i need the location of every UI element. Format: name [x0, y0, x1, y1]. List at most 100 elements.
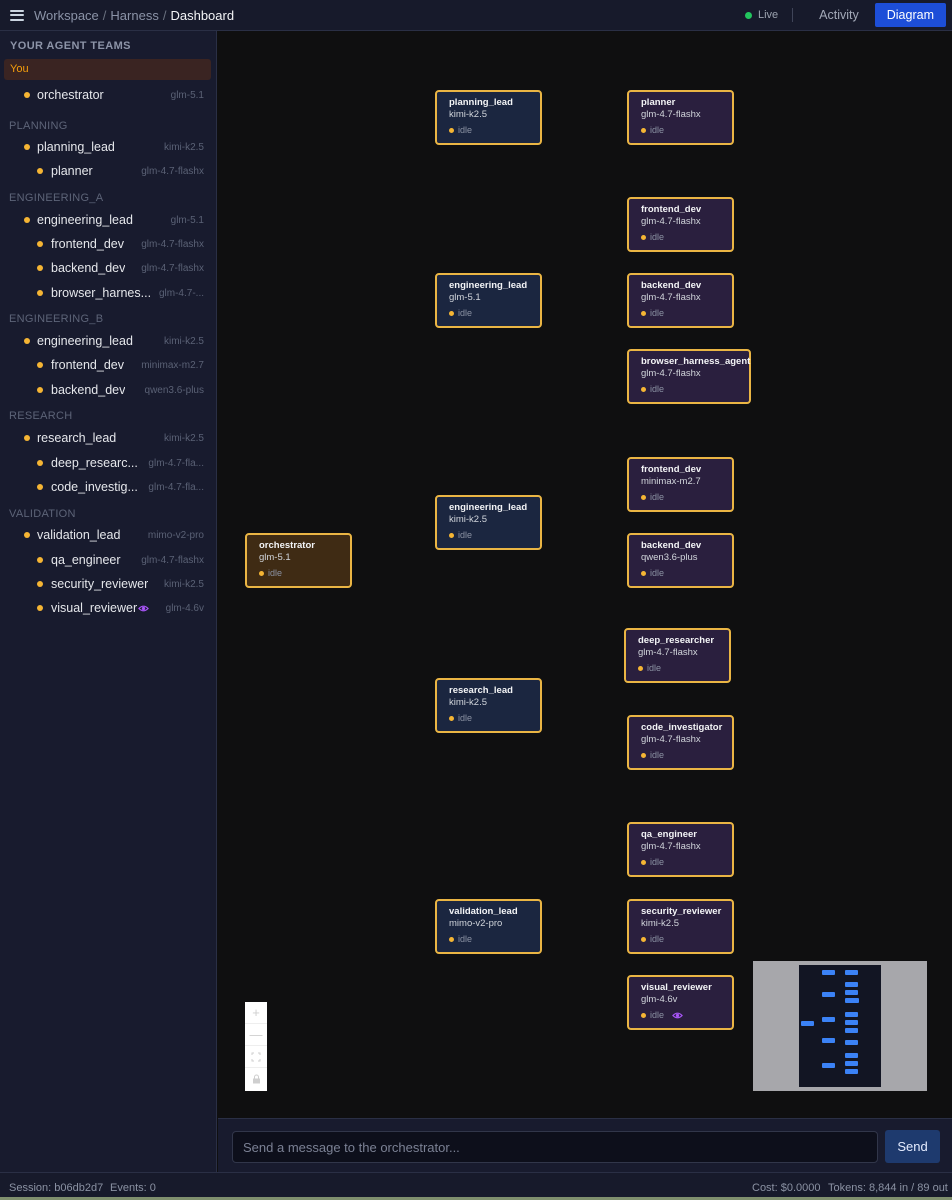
token-readout: Tokens: 8,844 in / 89 out: [828, 1182, 948, 1194]
sidebar-item-orchestrator[interactable]: orchestrator glm-5.1: [0, 86, 217, 106]
node-name: frontend_dev: [641, 204, 702, 215]
minimap-node: [822, 992, 835, 997]
node-model: glm-5.1: [259, 552, 291, 563]
status-dot: [37, 484, 43, 490]
agent-name: visual_reviewer: [51, 601, 138, 615]
agent-model: kimi-k2.5: [163, 336, 204, 347]
node-model: minimax-m2.7: [641, 476, 701, 487]
sidebar-item-visual-reviewer[interactable]: visual_reviewer glm-4.6v: [0, 599, 217, 619]
node-backend-dev-a[interactable]: backend_dev glm-4.7-flashx idle: [627, 273, 734, 328]
node-frontend-dev-b[interactable]: frontend_dev minimax-m2.7 idle: [627, 457, 734, 512]
fit-view-button[interactable]: [245, 1046, 267, 1068]
tab-diagram[interactable]: Diagram: [874, 3, 946, 27]
node-planning-lead[interactable]: planning_lead kimi-k2.5 idle: [435, 90, 542, 145]
sidebar-item-browser-harness[interactable]: browser_harnes...glm-4.7-...: [0, 284, 217, 304]
node-frontend-dev-a[interactable]: frontend_dev glm-4.7-flashx idle: [627, 197, 734, 252]
node-status: idle: [449, 307, 540, 319]
diagram-canvas[interactable]: orchestrator glm-5.1 idle planning_lead …: [218, 31, 952, 1118]
node-status-label: idle: [650, 1010, 665, 1020]
node-name: backend_dev: [641, 280, 702, 291]
agent-model: glm-5.1: [170, 215, 204, 226]
status-dot: [449, 936, 454, 942]
breadcrumb-dashboard: Dashboard: [170, 7, 235, 23]
agent-name: engineering_lead: [37, 213, 133, 227]
node-security-reviewer[interactable]: security_reviewer kimi-k2.5 idle: [627, 899, 734, 954]
status-dot: [638, 665, 643, 671]
node-research-lead[interactable]: research_lead kimi-k2.5 idle: [435, 678, 542, 733]
minimap-node: [801, 1021, 814, 1026]
node-code-investigator[interactable]: code_investigator glm-4.7-flashx idle: [627, 715, 734, 770]
status-dot: [24, 435, 30, 441]
status-dot: [37, 362, 43, 368]
you-section[interactable]: You: [4, 59, 211, 80]
node-name: frontend_dev: [641, 464, 702, 475]
agent-name: browser_harnes...: [51, 286, 152, 300]
composer: Send: [218, 1118, 952, 1172]
node-status: idle: [641, 124, 732, 136]
breadcrumb-workspace[interactable]: Workspace: [34, 7, 99, 23]
agent-model: glm-4.7-flashx: [141, 239, 204, 250]
node-validation-lead[interactable]: validation_lead mimo-v2-pro idle: [435, 899, 542, 954]
node-model: kimi-k2.5: [449, 514, 488, 525]
node-status: idle: [641, 383, 749, 395]
tab-activity[interactable]: Activity: [819, 8, 859, 22]
sidebar-item-deep-researcher[interactable]: deep_researc...glm-4.7-fla...: [0, 454, 217, 474]
node-qa-engineer[interactable]: qa_engineer glm-4.7-flashx idle: [627, 822, 734, 877]
node-engineering-lead-b[interactable]: engineering_lead kimi-k2.5 idle: [435, 495, 542, 550]
lock-button[interactable]: [245, 1068, 267, 1090]
message-input[interactable]: [232, 1131, 878, 1163]
zoom-in-button[interactable]: +: [245, 1002, 267, 1024]
minimap-viewport[interactable]: [799, 965, 881, 1087]
node-deep-researcher[interactable]: deep_researcher glm-4.7-flashx idle: [624, 628, 731, 683]
sidebar-item-engineering-lead-a[interactable]: engineering_lead glm-5.1: [0, 211, 217, 231]
node-backend-dev-b[interactable]: backend_dev qwen3.6-plus idle: [627, 533, 734, 588]
status-dot: [641, 127, 646, 133]
group-label-research: RESEARCH: [9, 410, 73, 422]
node-model: glm-5.1: [449, 292, 481, 303]
node-orchestrator[interactable]: orchestrator glm-5.1 idle: [245, 533, 352, 588]
node-name: engineering_lead: [449, 502, 528, 513]
status-dot: [37, 290, 43, 296]
status-dot: [641, 752, 646, 758]
minimap[interactable]: [753, 961, 927, 1091]
breadcrumb-harness[interactable]: Harness: [110, 7, 159, 23]
eye-icon: [672, 1012, 683, 1018]
sidebar-item-validation-lead[interactable]: validation_lead mimo-v2-pro: [0, 526, 217, 546]
zoom-out-button[interactable]: —: [245, 1024, 267, 1046]
node-planner[interactable]: planner glm-4.7-flashx idle: [627, 90, 734, 145]
agent-name: validation_lead: [37, 528, 121, 542]
hamburger-menu-icon[interactable]: [10, 9, 24, 21]
node-model: glm-4.7-flashx: [641, 368, 701, 379]
node-engineering-lead-a[interactable]: engineering_lead glm-5.1 idle: [435, 273, 542, 328]
agent-name: orchestrator: [37, 88, 104, 102]
node-name: validation_lead: [449, 906, 518, 917]
node-status-label: idle: [650, 308, 665, 318]
node-visual-reviewer[interactable]: visual_reviewer glm-4.6v idle: [627, 975, 734, 1030]
node-status-label: idle: [650, 232, 665, 242]
sidebar-item-code-investigator[interactable]: code_investig...glm-4.7-fla...: [0, 478, 217, 498]
status-dot: [449, 715, 454, 721]
node-name: planning_lead: [449, 97, 513, 108]
agent-model: kimi-k2.5: [163, 579, 204, 590]
status-dot: [24, 338, 30, 344]
node-browser-harness-agent[interactable]: browser_harness_agent glm-4.7-flashx idl…: [627, 349, 751, 404]
live-label: Live: [757, 9, 779, 21]
node-model: glm-4.7-flashx: [638, 647, 698, 658]
agent-model: glm-5.1: [170, 90, 204, 101]
send-button[interactable]: Send: [885, 1130, 940, 1163]
node-model: glm-4.6v: [641, 994, 678, 1005]
node-status: idle: [449, 124, 540, 136]
agent-model: mimo-v2-pro: [147, 530, 204, 541]
minimap-node: [845, 1020, 858, 1025]
node-status-label: idle: [647, 663, 662, 673]
